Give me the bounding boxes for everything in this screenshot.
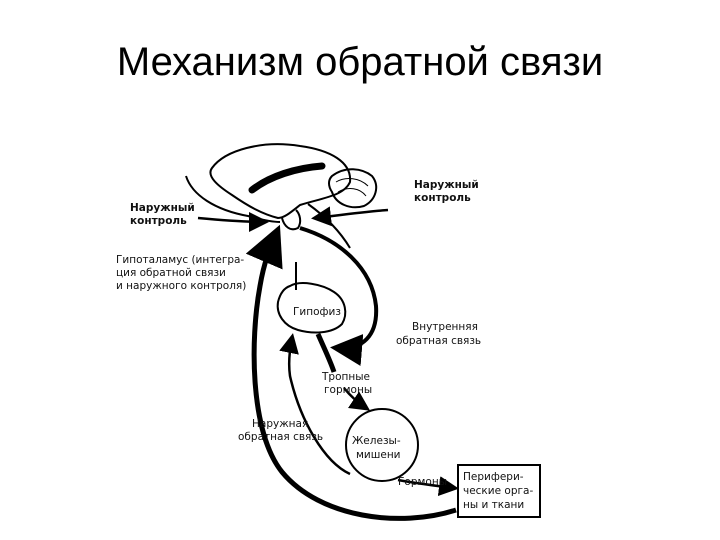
label-peripheral: Перифери- ческие орга- ны и ткани	[463, 471, 537, 511]
label-target-glands: Железы- мишени	[352, 435, 404, 461]
label-external-control-left: Наружный контроль	[130, 202, 198, 227]
arrow-external-control-left	[197, 211, 269, 232]
arrow-external-control-right	[311, 206, 389, 227]
label-external-control-right: Наружный контроль	[414, 179, 482, 204]
peripheral-box	[457, 464, 541, 518]
arrow-external-feedback-outer	[245, 224, 457, 521]
label-hypothalamus: Гипоталамус (интегра- ция обратной связи…	[116, 254, 248, 292]
label-tropic-hormones: Тропные гормоны	[321, 371, 373, 396]
arrow-hormones	[397, 476, 459, 497]
label-pituitary: Гипофиз	[293, 306, 341, 318]
label-internal-feedback: Внутренняя обратная связь	[396, 321, 481, 347]
target-gland-node	[345, 408, 419, 482]
pituitary-gland	[276, 262, 347, 334]
label-external-feedback: Наружная обратная связь	[238, 418, 323, 443]
arrow-external-feedback-inner	[279, 333, 351, 476]
arrow-internal-feedback	[299, 226, 379, 366]
brain-icon	[185, 143, 378, 249]
label-hormones: Гормоны	[398, 476, 447, 488]
arrow-tropic-hormones	[315, 333, 337, 373]
slide-title: Механизм обратной связи	[116, 40, 604, 84]
feedback-arrows	[197, 206, 459, 521]
